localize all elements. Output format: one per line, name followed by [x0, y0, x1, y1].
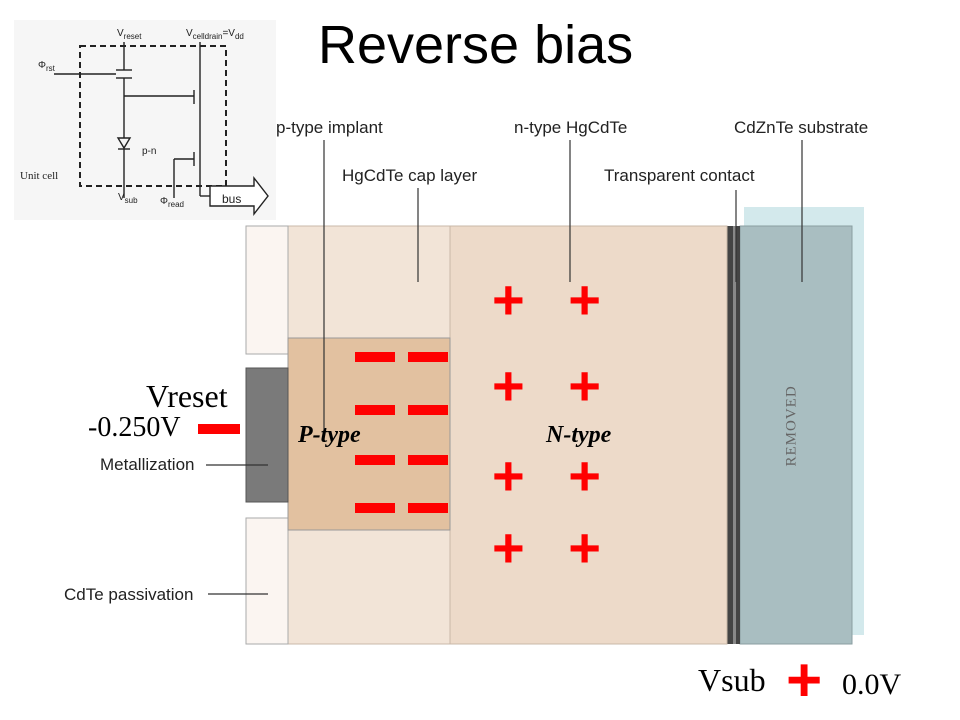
vsub-value: 0.0V: [842, 668, 902, 701]
minus-charge: [408, 352, 448, 362]
schematic-label-phi-rst: Φrst: [38, 60, 55, 73]
removed-label: REMOVED: [783, 385, 800, 467]
plus-charge-row: + +: [492, 516, 615, 579]
minus-charge: [408, 455, 448, 465]
vsub-label: Vsub: [698, 662, 766, 698]
cdznte-substrate: [739, 225, 853, 645]
minus-charge: [408, 405, 448, 415]
n-type-region: [449, 225, 728, 645]
schematic-label-phi-read: Φread: [160, 196, 184, 209]
schematic-label-unit-cell: Unit cell: [20, 170, 59, 182]
minus-charge: [355, 455, 395, 465]
schematic-label-vsub: Vsub: [118, 192, 138, 205]
p-type-label: P-type: [298, 422, 361, 448]
schematic-label-bus: bus: [222, 192, 242, 206]
vreset-value: -0.250V: [88, 412, 181, 443]
p-type-region: [287, 337, 451, 531]
unit-cell-boundary: [79, 45, 227, 187]
cdte-passivation-bottom: [245, 517, 289, 645]
plus-charge-row: + +: [492, 444, 615, 507]
vsub-plus-sign: +: [786, 646, 823, 715]
n-type-label: N-type: [546, 422, 612, 448]
schematic-label-vreset: Vreset: [117, 28, 142, 41]
callout-cdznte-substrate: CdZnTe substrate: [734, 118, 869, 137]
minus-charge: [355, 352, 395, 362]
schematic-label-pn: p-n: [142, 146, 157, 157]
cdte-passivation-top: [245, 225, 289, 355]
page-title: Reverse bias: [318, 15, 634, 75]
metallization-contact: [245, 367, 289, 503]
plus-charge-row: + +: [492, 268, 615, 331]
vreset-minus-sign: [198, 424, 240, 434]
callout-p-type-implant: p-type implant: [276, 118, 383, 137]
callout-metallization: Metallization: [100, 455, 195, 474]
callout-cdte-passivation: CdTe passivation: [64, 585, 194, 604]
unit-cell-schematic: [14, 20, 276, 220]
schematic-label-vcelldrain: Vcelldrain=Vdd: [186, 28, 244, 41]
callout-transparent-contact: Transparent contact: [604, 166, 755, 185]
minus-charge: [355, 405, 395, 415]
vreset-label: Vreset: [146, 378, 228, 414]
callout-hgcdte-cap-layer: HgCdTe cap layer: [342, 166, 478, 185]
callout-n-type-hgcdte: n-type HgCdTe: [514, 118, 628, 137]
bus-arrow-icon: [209, 175, 269, 217]
minus-charge: [408, 503, 448, 513]
photodiode-symbol: [116, 137, 132, 150]
plus-charge-row: + +: [492, 354, 615, 417]
minus-charge: [355, 503, 395, 513]
